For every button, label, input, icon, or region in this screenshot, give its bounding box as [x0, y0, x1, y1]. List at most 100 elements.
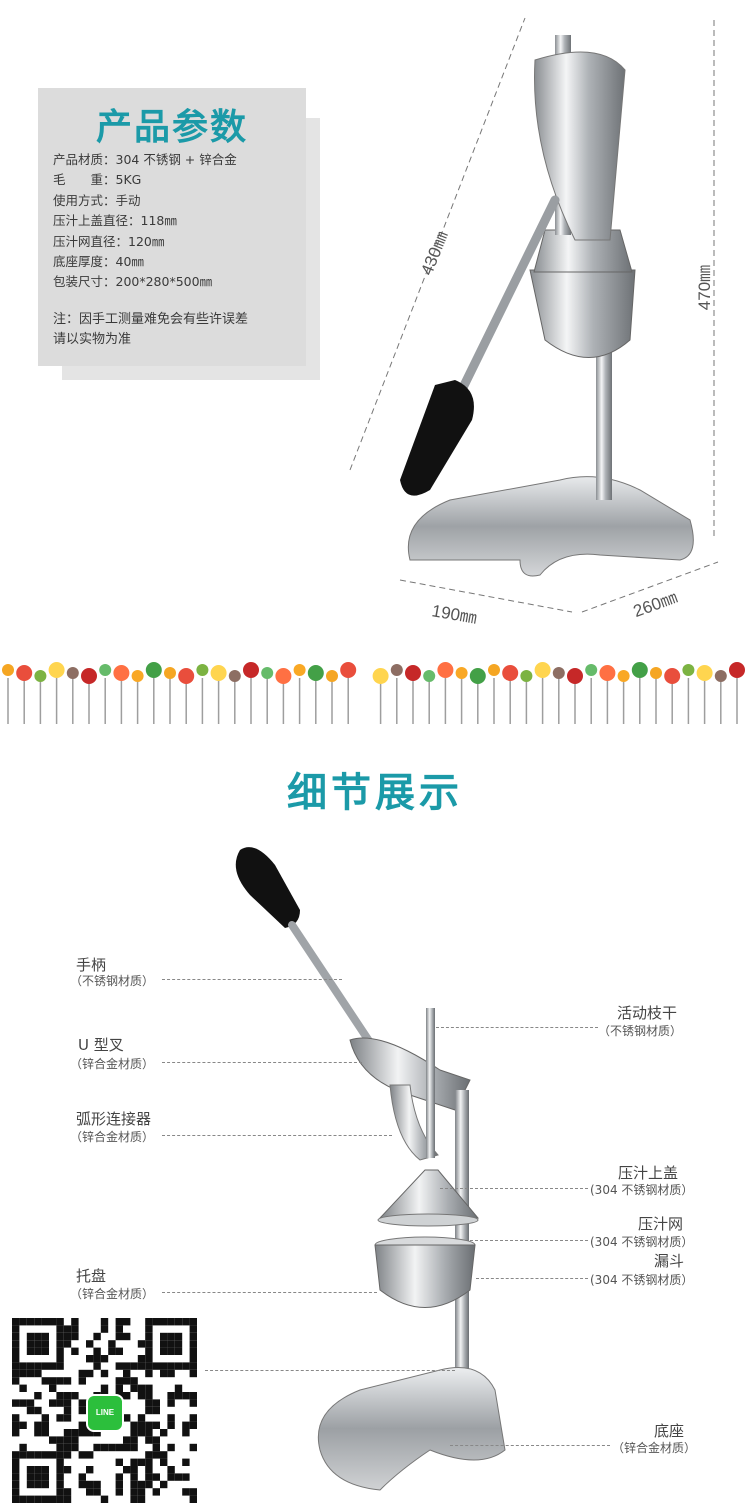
qr-module: [137, 1421, 146, 1429]
qr-module: [145, 1451, 153, 1459]
qr-module: [56, 1495, 64, 1503]
label-press-cover: 压汁上盖: [618, 1164, 679, 1182]
label-moving-rod: 活动枝干: [617, 1004, 678, 1022]
qr-module: [49, 1377, 57, 1385]
qr-module: [12, 1377, 20, 1385]
qr-module: [78, 1451, 86, 1459]
qr-module: [189, 1347, 197, 1355]
qr-module: [56, 1399, 64, 1407]
qr-module: [145, 1347, 153, 1355]
qr-module: [34, 1362, 42, 1370]
qr-module: [19, 1399, 27, 1407]
qr-module: [12, 1318, 20, 1326]
vegetable: [455, 667, 468, 679]
qr-module: [189, 1325, 197, 1333]
qr-module: [115, 1362, 123, 1370]
qr-module: [93, 1347, 101, 1355]
qr-module: [189, 1355, 197, 1363]
qr-module: [174, 1318, 183, 1326]
qr-module: [34, 1451, 42, 1459]
qr-module: [160, 1480, 168, 1489]
qr-module: [56, 1488, 64, 1496]
qr-module: [145, 1369, 153, 1378]
qr-module: [56, 1414, 64, 1422]
vegetable: [164, 667, 176, 679]
qr-module: [63, 1451, 72, 1459]
vegetable: [469, 668, 486, 684]
vegetable: [131, 670, 144, 682]
qr-module: [100, 1355, 109, 1363]
qr-module: [174, 1347, 183, 1355]
qr-module: [71, 1347, 79, 1355]
juicer-detail-image: [235, 847, 506, 1491]
qr-module: [93, 1429, 101, 1437]
qr-module: [152, 1436, 160, 1444]
param-item: 产品材质：304 不锈钢 + 锌合金: [53, 152, 237, 167]
qr-module: [71, 1436, 79, 1444]
qr-module: [63, 1443, 72, 1452]
qr-module: [34, 1466, 42, 1474]
qr-module: [56, 1392, 64, 1400]
qr-module: [34, 1369, 42, 1378]
qr-module: [145, 1362, 153, 1370]
leader-line: [450, 1445, 610, 1446]
qr-module: [145, 1325, 153, 1333]
juicer-base: [317, 1367, 506, 1491]
u-fork: [349, 1037, 471, 1111]
vegetable: [502, 665, 519, 681]
vegetable: [423, 670, 436, 682]
qr-module: [26, 1399, 35, 1407]
label-u-fork-material: （锌合金材质）: [70, 1057, 155, 1071]
qr-module: [167, 1318, 175, 1326]
label-tray: 托盘: [76, 1267, 107, 1285]
qr-module: [19, 1421, 27, 1429]
label-u-fork: U 型叉: [78, 1036, 124, 1054]
qr-module: [189, 1495, 197, 1503]
qr-module: [86, 1369, 94, 1378]
qr-module: [160, 1451, 168, 1459]
qr-module: [86, 1451, 94, 1459]
vegetable: [99, 664, 112, 676]
qr-module: [174, 1384, 183, 1392]
qr-module: [34, 1429, 42, 1437]
qr-module: [160, 1362, 168, 1370]
qr-module: [93, 1443, 101, 1452]
qr-module: [152, 1399, 160, 1407]
qr-module: [160, 1340, 168, 1348]
label-juice-net-material: (304 不锈钢材质）: [590, 1235, 694, 1249]
qr-module: [115, 1480, 123, 1489]
qr-module: [41, 1362, 49, 1370]
qr-module: [145, 1399, 153, 1407]
qr-module: [41, 1332, 49, 1341]
qr-module: [160, 1332, 168, 1341]
qr-module: [160, 1318, 168, 1326]
qr-module: [145, 1429, 153, 1437]
qr-module: [130, 1495, 138, 1503]
qr-module: [78, 1377, 86, 1385]
qr-module: [145, 1406, 153, 1415]
vegetable: [307, 665, 324, 681]
param-item: 毛 重：5KG: [53, 172, 142, 188]
qr-module: [56, 1466, 64, 1474]
qr-module: [56, 1480, 64, 1489]
qr-module: [145, 1340, 153, 1348]
qr-module: [189, 1340, 197, 1348]
label-base-material: （锌合金材质）: [612, 1441, 697, 1455]
qr-module: [145, 1473, 153, 1481]
qr-module: [86, 1340, 94, 1348]
qr-module: [137, 1414, 146, 1422]
qr-module: [167, 1443, 175, 1452]
qr-module: [63, 1392, 72, 1400]
juicer-frame: [534, 51, 626, 241]
vegetable: [488, 664, 500, 676]
vegetable-divider: [0, 656, 750, 726]
vegetable: [534, 662, 551, 678]
param-title: 产品参数: [95, 107, 248, 148]
qr-module: [137, 1458, 146, 1466]
qr-module: [19, 1318, 27, 1326]
qr-module: [145, 1466, 153, 1474]
leader-line: [436, 1027, 598, 1028]
qr-module: [26, 1318, 35, 1326]
qr-module: [152, 1451, 160, 1459]
dim-total-height: 470㎜: [695, 264, 715, 311]
